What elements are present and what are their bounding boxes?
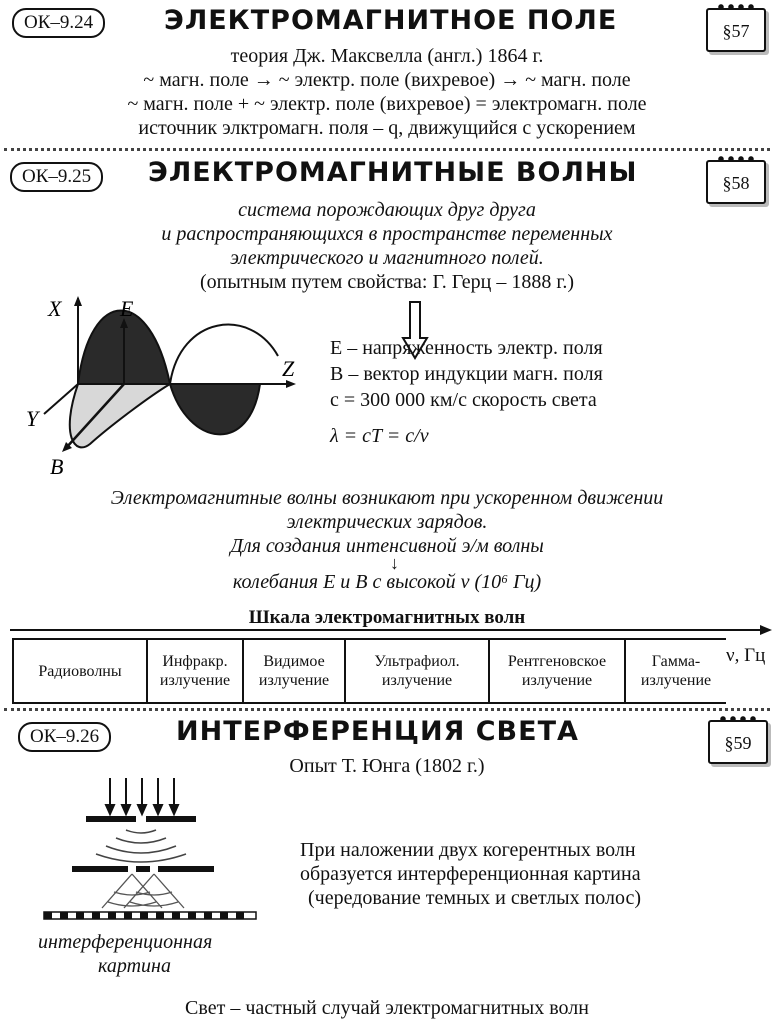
- em-wave-diagram: X Y Z E B: [26, 296, 296, 479]
- emission-line-2: электрических зарядов.: [286, 511, 488, 533]
- field-sum-line: ~ магн. поле + ~ электр. поле (вихревое)…: [127, 93, 647, 115]
- light-conclusion: Свет – частный случай электромагнитных в…: [185, 997, 589, 1019]
- hertz-note: (опытным путем свойства: Г. Герц – 1888 …: [200, 271, 574, 293]
- legend-e: E – напряженность электр. поля: [330, 337, 603, 359]
- scale-cell-radio: Радиоволны: [14, 640, 148, 702]
- scale-cell-infrared: Инфракр.излучение: [148, 640, 244, 702]
- diffraction-arcs: [95, 829, 187, 863]
- field-source-line: источник элктромагн. поля – q, движущийс…: [138, 117, 636, 139]
- y-axis: [43, 383, 79, 415]
- e-vector-label: E: [119, 296, 134, 321]
- first-screen-left: [86, 816, 136, 822]
- paragraph-badge-59: §59: [708, 715, 768, 764]
- first-screen-right: [146, 816, 196, 822]
- b-vector-label: B: [50, 454, 63, 479]
- section-code-9-25: ОК–9.25: [10, 162, 104, 192]
- section-title-interference: ИНТЕРФЕРЕНЦИЯ СВЕТА: [176, 716, 579, 747]
- hollow-down-arrow-icon: [401, 301, 429, 360]
- section-code-9-24: ОК–9.24: [12, 8, 106, 38]
- definition-line-1: система порождающих друг друга: [238, 199, 536, 221]
- b-field-lobe-2: [168, 383, 262, 436]
- fringe-stripes: [44, 912, 244, 919]
- x-axis-label: X: [47, 296, 63, 321]
- maxwell-theory-line: теория Дж. Максвелла (англ.) 1864 г.: [230, 45, 544, 67]
- section-title-em-waves: ЭЛЕКТРОМАГНИТНЫЕ ВОЛНЫ: [148, 157, 638, 188]
- young-experiment-diagram: [43, 778, 257, 920]
- interference-cones: [101, 873, 185, 909]
- section-title-em-field: ЭЛЕКТРОМАГНИТНОЕ ПОЛЕ: [164, 5, 618, 36]
- section-divider-2: [4, 708, 770, 711]
- legend-speed: c = 300 000 км/с скорость света: [330, 389, 597, 411]
- second-screen-left: [72, 866, 128, 872]
- definition-line-3: электрического и магнитного полей.: [230, 247, 544, 269]
- b-field-lobe-1: [68, 383, 174, 449]
- scale-cell-gamma: Гамма-излучение: [640, 653, 712, 689]
- field-chain-line: ~ магн. поле → ~ электр. поле (вихревое)…: [143, 69, 631, 91]
- e-field-lobe-2: [169, 323, 279, 385]
- legend-b: B – вектор индукции магн. поля: [330, 363, 603, 385]
- pattern-caption-line-1: интерференционная: [38, 931, 213, 953]
- emission-line-3: Для создания интенсивной э/м волны: [230, 535, 544, 557]
- pattern-caption-line-2: картина: [98, 955, 171, 977]
- b-vector-arrow: [65, 383, 125, 449]
- interference-text-line-2: образуется интерференционная картина: [300, 863, 641, 885]
- section-code-9-26: ОК–9.26: [18, 722, 112, 752]
- section-divider-1: [4, 148, 770, 151]
- scale-title: Шкала электромагнитных волн: [248, 607, 526, 628]
- scale-axis-label: ν, Гц: [726, 645, 766, 666]
- incident-light-arrows: [104, 778, 180, 817]
- y-axis-label: Y: [26, 406, 41, 431]
- second-screen-right: [158, 866, 214, 872]
- interference-text-line-1: При наложении двух когерентных волн: [300, 839, 636, 861]
- definition-line-2: и распространяющихся в пространстве пере…: [161, 223, 613, 245]
- emission-line-4: колебания E и B с высокой ν (10⁶ Гц): [232, 571, 542, 593]
- paragraph-badge-57: §57: [706, 3, 766, 52]
- legend-wavelength: λ = cT = c/ν: [330, 425, 429, 447]
- scale-cell-ultraviolet: Ультрафиол.излучение: [346, 640, 490, 702]
- interference-text-line-3: (чередование темных и светлых полос): [308, 887, 642, 909]
- young-experiment-subtitle: Опыт Т. Юнга (1802 г.): [289, 755, 485, 777]
- paragraph-badge-58: §58: [706, 155, 766, 204]
- frequency-axis-arrow: [10, 625, 772, 635]
- z-axis-label: Z: [282, 356, 295, 381]
- emission-line-1: Электромагнитные волны возникают при уск…: [110, 487, 664, 509]
- small-down-arrow-icon: ↓: [390, 553, 399, 573]
- second-screen-middle: [136, 866, 150, 872]
